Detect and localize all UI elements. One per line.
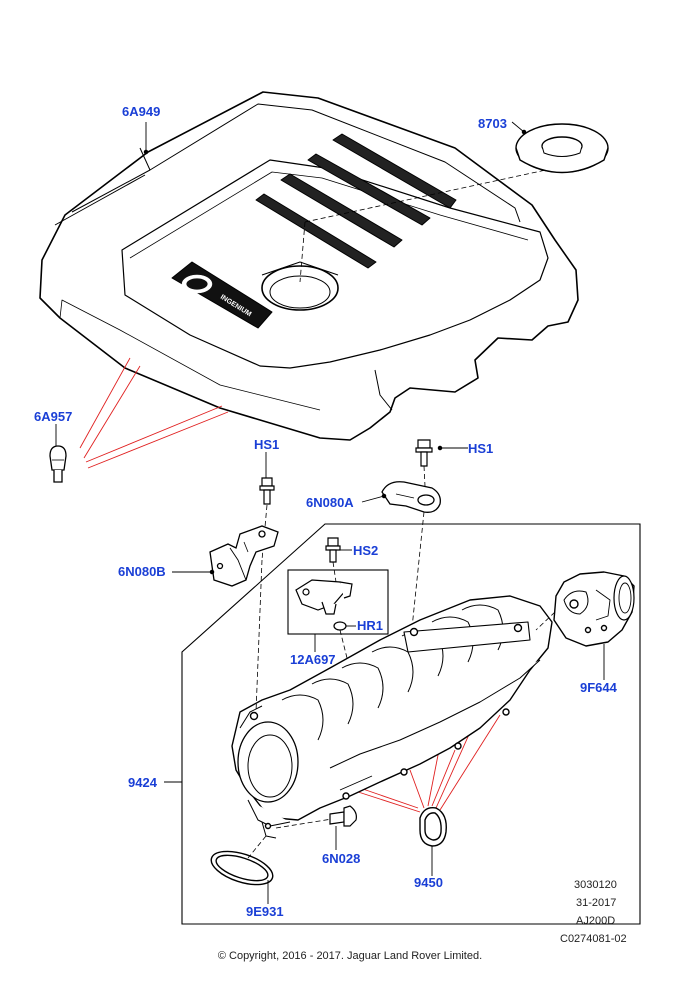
hs2-bolt (325, 537, 341, 563)
label-hs2: HS2 (353, 543, 379, 558)
label-throttle-body: 9F644 (580, 680, 617, 695)
label-hs1-right: HS1 (468, 441, 494, 456)
label-sensor-kit: 12A697 (290, 652, 336, 667)
label-leaders (55, 121, 605, 904)
label-bolt: 6N028 (322, 851, 361, 866)
gasket-9450 (419, 807, 447, 847)
grommet (515, 123, 609, 174)
stud (49, 445, 67, 483)
hs1-left-bolt (259, 477, 275, 505)
leader-hs2 (332, 561, 337, 583)
leader-seal (247, 835, 267, 859)
label-bracket-b: 6N080B (118, 564, 166, 579)
label-hs1-left: HS1 (254, 437, 280, 452)
intake-manifold (231, 595, 553, 839)
manifold-group-frame (181, 523, 641, 925)
label-bracket-a: 6N080A (306, 495, 354, 510)
meta-code-3: AJ200D (576, 915, 616, 927)
leader-bolt (275, 817, 339, 829)
hr1-o-ring (333, 621, 347, 631)
map-sensor (295, 579, 353, 615)
bracket-a (381, 481, 441, 513)
copyright-notice: © Copyright, 2016 - 2017. Jaguar Land Ro… (217, 950, 483, 962)
bolt-6n028 (329, 805, 357, 827)
leader-throttle-manifold (535, 611, 556, 631)
meta-code-1: 3030120 (574, 879, 617, 891)
meta-code-4: C0274081-02 (560, 933, 627, 945)
throttle-body (553, 571, 635, 647)
label-manifold: 9424 (128, 775, 157, 790)
engine-cover (39, 91, 579, 441)
bracket-b (209, 525, 279, 587)
hs1-right-bolt (415, 439, 433, 467)
label-stud: 6A957 (34, 409, 73, 424)
seal-9e931 (210, 850, 274, 886)
leader-cover-filler (299, 221, 306, 283)
label-grommet: 8703 (478, 116, 507, 131)
label-gasket: 9450 (414, 875, 443, 890)
leader-manifold-throttle (255, 559, 263, 713)
meta-code-2: 31-2017 (576, 897, 617, 909)
leader-cover-grommet (304, 167, 556, 223)
leader-bracket-a (411, 511, 425, 629)
label-engine-cover: 6A949 (122, 104, 161, 119)
label-hr1: HR1 (357, 618, 384, 633)
label-seal: 9E931 (246, 904, 284, 919)
red-reference-lines (79, 357, 501, 813)
leader-hs1-right (423, 465, 426, 487)
